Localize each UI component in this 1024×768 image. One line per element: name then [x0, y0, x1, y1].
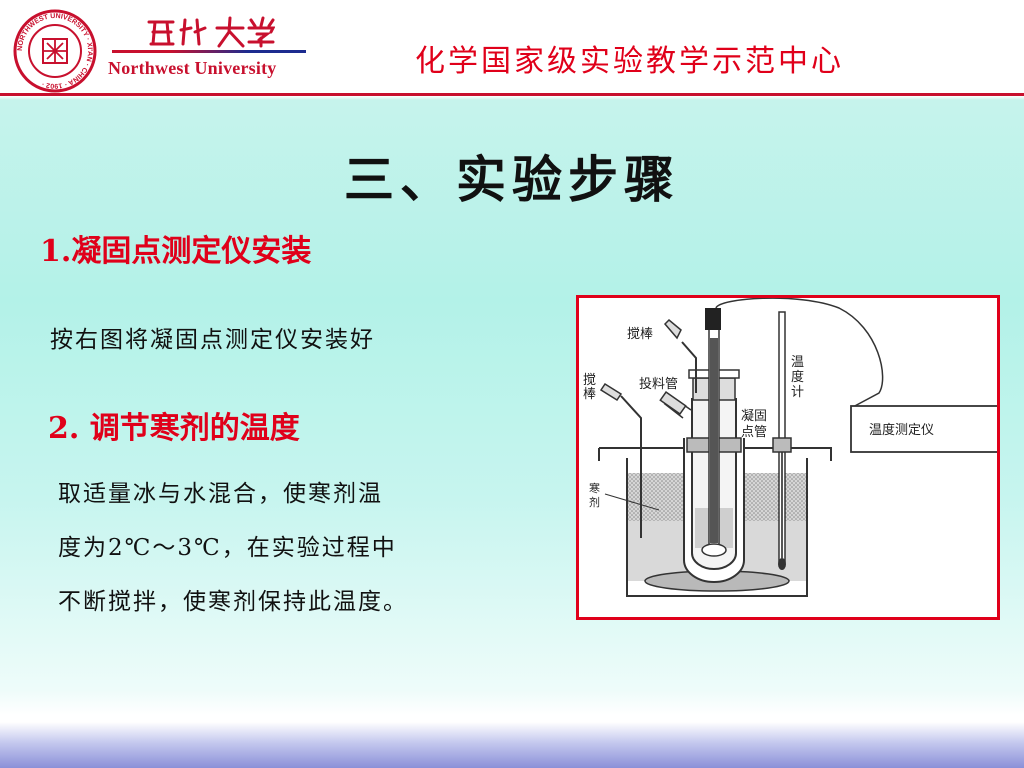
freezing-point-apparatus-diagram: 温度测定仪 搅棒 投料管 搅 棒 温 度 计 凝固 点管 寒 剂	[576, 295, 1000, 620]
fp-tube-char-1: 凝固	[741, 408, 767, 424]
feed-tube-label: 投料管	[639, 376, 678, 392]
section-2-heading: 2. 调节寒剂的温度	[48, 411, 300, 446]
stirrer-left-char-2: 棒	[583, 387, 596, 402]
fp-tube-char-2: 点管	[741, 425, 767, 440]
center-title: 化学国家级实验教学示范中心	[415, 44, 844, 79]
apparatus-illustration: 温度测定仪 搅棒 投料管 搅 棒 温 度 计 凝固 点管 寒 剂	[583, 298, 997, 597]
university-seal-logo: NORTHWEST UNIVERSITY · XI'AN · CHINA · 1…	[13, 9, 97, 93]
header-bar: NORTHWEST UNIVERSITY · XI'AN · CHINA · 1…	[0, 0, 1024, 96]
section-2-line: 不断搅拌，使寒剂保持此温度。	[58, 589, 408, 615]
temperature-meter-box: 温度测定仪	[850, 405, 997, 453]
section-1-heading: 1.凝固点测定仪安装	[40, 234, 312, 269]
section-2-line: 度为2℃～3℃，在实验过程中	[58, 535, 397, 561]
coolant-label: 寒 剂	[589, 481, 600, 509]
feed-tube	[659, 390, 692, 419]
coolant-char-2: 剂	[589, 495, 600, 509]
instrument-label: 温度测定仪	[869, 422, 934, 438]
section-2-text: 取适量冰与水混合，使寒剂温 度为2℃～3℃，在实验过程中 不断搅拌，使寒剂保持此…	[58, 467, 518, 629]
thermometer	[772, 311, 792, 570]
section-2-line: 取适量冰与水混合，使寒剂温	[58, 481, 383, 507]
logo-divider	[112, 50, 306, 53]
freezing-point-tube	[683, 308, 745, 583]
bath-stirrer	[599, 382, 642, 538]
thermometer-char-1: 温	[791, 355, 804, 370]
thermometer-char-3: 计	[791, 385, 804, 400]
header-divider	[0, 93, 1024, 96]
stirrer-left-label: 搅 棒	[583, 372, 596, 402]
slide-title: 三、实验步骤	[344, 151, 680, 209]
inner-stirrer	[663, 318, 697, 393]
coolant-char-1: 寒	[589, 481, 600, 495]
stirrer-top-label: 搅棒	[627, 326, 653, 342]
university-name-calligraphy	[147, 16, 275, 48]
university-name-english: Northwest University	[108, 58, 277, 78]
section-1-text: 按右图将凝固点测定仪安装好	[50, 327, 375, 353]
fp-tube-label: 凝固 点管	[741, 408, 767, 440]
thermometer-char-2: 度	[791, 369, 804, 385]
thermometer-label: 温 度 计	[791, 355, 804, 400]
footer-gradient-band	[0, 722, 1024, 768]
stirrer-left-char-1: 搅	[583, 372, 596, 388]
